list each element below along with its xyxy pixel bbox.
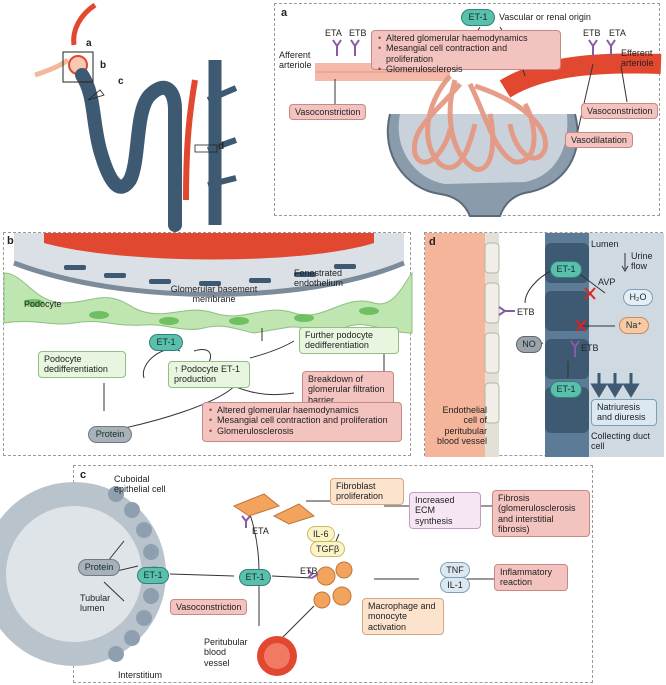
tubule-illustration bbox=[0, 482, 494, 676]
afferent-label: Afferent arteriole bbox=[279, 50, 312, 71]
tubular-lumen-label: Tubular lumen bbox=[80, 593, 111, 614]
panel-c: c Cuboidal epithelial cell Protein Tubul… bbox=[0, 465, 593, 683]
tnf-box: TNF bbox=[440, 562, 470, 579]
vasoconstriction-right-box: Vasoconstriction bbox=[581, 103, 659, 120]
collecting-duct-label: Collecting duct cell bbox=[591, 431, 651, 452]
eta-label: ETA bbox=[252, 526, 269, 536]
ecm-box: Increased ECM synthesis bbox=[409, 492, 481, 530]
gbm-label: Glomerular basement membrane bbox=[170, 284, 258, 305]
natriuresis-box: Natriuresis and diuresis bbox=[591, 399, 657, 426]
urine-flow-label: Urine flow bbox=[631, 251, 653, 272]
macrophage-box: Macrophage and monocyte activation bbox=[362, 598, 444, 636]
et1-bottom-node: ET-1 bbox=[550, 381, 582, 398]
overview-label-b: b bbox=[100, 60, 107, 71]
et1-node: ET-1 bbox=[461, 9, 495, 26]
fenestrated-label: Fenestrated endothelium bbox=[294, 268, 344, 289]
panel-c-letter: c bbox=[80, 469, 87, 481]
effect-item: Altered glomerular haemodynamics bbox=[209, 405, 396, 416]
et1-top-node: ET-1 bbox=[550, 261, 582, 278]
cuboidal-label: Cuboidal epithelial cell bbox=[114, 474, 166, 495]
nephron-overview: a b c d bbox=[0, 0, 270, 232]
na-node: Na⁺ bbox=[619, 317, 649, 334]
endothelial-label: Endothelial cell of peritubular blood ve… bbox=[436, 405, 487, 447]
panel-a: a ET-1 Vascular or renal origin Altered … bbox=[274, 3, 662, 217]
receptor-etb-right: ETB bbox=[583, 28, 601, 38]
et1-epithelial-node: ET-1 bbox=[137, 567, 169, 584]
etb-right-label: ETB bbox=[581, 343, 599, 353]
il6-box: IL-6 bbox=[307, 526, 335, 543]
receptor-eta-right: ETA bbox=[609, 28, 626, 38]
effect-item: Glomerulosclerosis bbox=[209, 426, 396, 437]
origin-label: Vascular or renal origin bbox=[499, 12, 591, 22]
protein-node: Protein bbox=[88, 426, 132, 443]
podocyte-label: Podocyte bbox=[24, 299, 62, 309]
filtration-barrier-illustration bbox=[3, 233, 413, 434]
effect-item: Glomerulosclerosis bbox=[378, 64, 555, 75]
interstitium-label: Interstitium bbox=[118, 670, 163, 680]
panel-d-letter: d bbox=[429, 236, 436, 248]
podocyte-effects-box: Altered glomerular haemodynamics Mesangi… bbox=[202, 402, 402, 442]
etb-left-label: ETB bbox=[517, 307, 535, 317]
overview-label-a: a bbox=[86, 38, 92, 49]
overview-label-c: c bbox=[118, 76, 124, 87]
dedifferentiation-box: Podocyte dedifferentiation bbox=[38, 351, 126, 378]
receptor-etb-left: ETB bbox=[349, 28, 367, 38]
avp-label: AVP bbox=[598, 277, 616, 287]
lumen-label: Lumen bbox=[591, 239, 619, 249]
et1-interstitial-node: ET-1 bbox=[239, 569, 271, 586]
breakdown-box: Breakdown of glomerular filtration barri… bbox=[302, 371, 394, 409]
receptor-eta-left: ETA bbox=[325, 28, 342, 38]
etb-label: ETB bbox=[300, 566, 318, 576]
inflammatory-box: Inflammatory reaction bbox=[494, 564, 568, 591]
effect-item: Mesangial cell contraction and prolifera… bbox=[209, 415, 396, 426]
panel-b: b Podocyte Glomerular basement membrane … bbox=[3, 232, 413, 456]
panel-b-letter: b bbox=[7, 235, 14, 247]
fibrosis-box: Fibrosis (glomerulosclerosis and interst… bbox=[492, 490, 590, 538]
fibroblast-box: Fibroblast proliferation bbox=[330, 478, 404, 505]
effect-item: Mesangial cell contraction and prolifera… bbox=[378, 43, 555, 64]
panel-a-letter: a bbox=[281, 7, 288, 19]
efferent-label: Efferent arteriole bbox=[621, 48, 654, 69]
further-dedifferentiation-box: Further podocyte dedifferentiation bbox=[299, 327, 399, 354]
nephron-illustration bbox=[34, 2, 238, 232]
il1-box: IL-1 bbox=[440, 577, 470, 594]
overview-label-d: d bbox=[218, 141, 225, 152]
h2o-node: H₂O bbox=[623, 289, 653, 306]
protein-c-node: Protein bbox=[78, 559, 120, 576]
vasoconstriction-left-box: Vasoconstriction bbox=[289, 104, 367, 121]
et1-podocyte-node: ET-1 bbox=[149, 334, 183, 351]
peritubular-label: Peritubular blood vessel bbox=[204, 637, 248, 668]
tgfb-box: TGFβ bbox=[310, 541, 346, 558]
no-node: NO bbox=[516, 336, 542, 353]
vasodilatation-box: Vasodilatation bbox=[565, 132, 633, 149]
effects-box: Altered glomerular haemodynamics Mesangi… bbox=[371, 30, 561, 75]
effect-item: Altered glomerular haemodynamics bbox=[378, 33, 555, 44]
et1-production-box: ↑ Podocyte ET-1 production bbox=[168, 361, 250, 388]
vasoconstriction-c-box: Vasoconstriction bbox=[170, 599, 248, 616]
panel-d: d Lumen Urine flow ET-1 AVP H₂O ETB NO N… bbox=[424, 232, 664, 457]
